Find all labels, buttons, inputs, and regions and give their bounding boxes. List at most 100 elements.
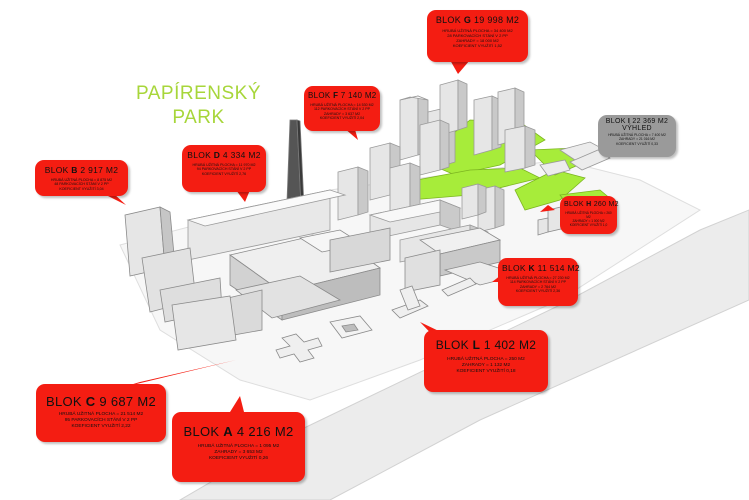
callout-block-f: BLOK F 7 140 M2 HRUBÁ UŽITNÁ PLOCHA = 14… (304, 86, 380, 131)
callout-block-k: BLOK K 11 514 M2 HRUBÁ UŽITNÁ PLOCHA = 2… (498, 258, 580, 306)
callout-title: BLOK F 7 140 M2 (308, 91, 376, 100)
callout-line: 95 PARKOVACÍCH STÁNÍ V 2 PP (64, 417, 138, 423)
callout-block-a: BLOK A 4 216 M2 HRUBÁ UŽITNÁ PLOCHA = 1 … (172, 412, 305, 482)
callout-line: HRUBÁ UŽITNÁ PLOCHA = 8 875 M2 (50, 178, 113, 182)
title-area: 4 216 M2 (232, 424, 294, 439)
callout-line: HRUBÁ UŽITNÁ PLOCHA = 7 400 M2 (608, 133, 666, 137)
title-area: 7 140 M2 (338, 91, 377, 100)
callout-block-l: BLOK L 1 402 M2 HRUBÁ UŽITNÁ PLOCHA = 25… (424, 330, 548, 392)
callout-line: KOEFICIENT VYUŽITÍ 2,36 (515, 289, 561, 294)
callout-block-i: BLOK I 22 369 M2 VÝHLED HRUBÁ UŽITNÁ PLO… (598, 115, 676, 157)
callout-lines: HRUBÁ UŽITNÁ PLOCHA = 14 530 M2 112 PARK… (308, 103, 376, 121)
callout-line: KOEFICIENT VYUŽITÍ 0,33 (616, 141, 658, 146)
tower-buildings (337, 79, 536, 233)
callout-line: HRUBÁ UŽITNÁ PLOCHA = 250 M2 (447, 357, 525, 362)
title-letter: K (528, 263, 535, 273)
callout-line: HRUBÁ UŽITNÁ PLOCHA = 11 970 M2 (192, 163, 256, 167)
title-area: 260 M2 (591, 201, 619, 208)
title-letter: A (223, 424, 233, 439)
callout-line: KOEFICIENT VYUŽITÍ 0,18 (456, 368, 516, 374)
callout-line: ZAHRADY = 3 637 M2 (323, 111, 361, 116)
callout-block-d: BLOK D 4 334 M2 HRUBÁ UŽITNÁ PLOCHA = 11… (182, 145, 266, 192)
callout-line: KOEFICIENT VYUŽITÍ 1,52 (452, 43, 503, 48)
callout-line: 94 PARKOVACÍCH STÁNÍ V 2 PP (196, 167, 252, 172)
title-letter: B (71, 165, 78, 175)
callout-line: 28 PARKOVACÍCH STÁNÍ V 2 PP (447, 33, 508, 38)
tower (504, 125, 536, 173)
callout-lines: HRUBÁ UŽITNÁ PLOCHA = 1 095 M2 ZAHRADY =… (176, 444, 301, 462)
title-area: 9 687 M2 (95, 394, 156, 409)
title-letter: F (333, 91, 339, 100)
park-label-line2: PARK (172, 107, 225, 128)
title-prefix: BLOK (605, 118, 628, 125)
callout-title: BLOK C 9 687 M2 (40, 394, 162, 409)
park-label-line1: PAPÍRENSKÝ (136, 83, 262, 104)
callout-title: BLOK D 4 334 M2 (186, 150, 262, 160)
title-letter: L (472, 338, 481, 352)
callout-line: KOEFICIENT VYUŽITÍ 2,04 (319, 116, 365, 121)
title-prefix: BLOK (502, 263, 529, 273)
callout-block-g: BLOK G 19 998 M2 HRUBÁ UŽITNÁ PLOCHA = 3… (427, 10, 528, 62)
callout-lines: HRUBÁ UŽITNÁ PLOCHA = 11 970 M2 94 PARKO… (186, 163, 262, 176)
callout-block-h: BLOK H 260 M2 HRUBÁ UŽITNÁ PLOCHA = 260 … (560, 196, 619, 234)
callout-line: HRUBÁ UŽITNÁ PLOCHA = 27 230 M2 (506, 276, 570, 280)
callout-line: ZAHRADY = 18 000 M2 (456, 38, 499, 43)
callout-line: ZAHRADY = 3 653 M2 (214, 449, 263, 455)
title-area: 2 917 M2 (77, 165, 119, 175)
callout-title: BLOK A 4 216 M2 (176, 424, 301, 439)
title-letter: D (213, 150, 221, 160)
title-letter: C (85, 394, 96, 409)
title-area: 11 514 M2 (535, 263, 580, 273)
callout-line: ZAHRADY = 1 000 M2 (572, 219, 605, 223)
callout-line: KOEFICIENT VYUŽITÍ 2,76 (201, 171, 247, 176)
callout-title: BLOK I 22 369 M2 (602, 118, 672, 125)
callout-block-b: BLOK B 2 917 M2 HRUBÁ UŽITNÁ PLOCHA = 8 … (35, 160, 128, 196)
callout-line: HRUBÁ UŽITNÁ PLOCHA = 14 530 M2 (310, 103, 374, 107)
park-label: PAPÍRENSKÝ PARK (136, 82, 261, 130)
title-letter: H (586, 201, 592, 208)
callout-line: ZAHRADY = 1 132 M2 (461, 362, 511, 368)
callout-line: HRUBÁ UŽITNÁ PLOCHA = 260 M2 (565, 211, 612, 219)
callout-lines: HRUBÁ UŽITNÁ PLOCHA = 8 875 M2 48 PARKOV… (39, 178, 124, 191)
title-prefix: BLOK (435, 338, 473, 352)
callout-line: HRUBÁ UŽITNÁ PLOCHA = 1 095 M2 (197, 444, 280, 449)
callout-lines: HRUBÁ UŽITNÁ PLOCHA = 260 M2 ZAHRADY = 1… (564, 211, 613, 227)
block-b-buildings (124, 206, 237, 351)
callout-title: BLOK L 1 402 M2 (428, 338, 544, 352)
title-letter: I (627, 118, 631, 125)
callout-line: HRUBÁ UŽITNÁ PLOCHA = 34 400 M2 (442, 28, 513, 33)
block-d-building (186, 189, 347, 261)
title-area: 19 998 M2 (471, 15, 520, 25)
title-area: 1 402 M2 (480, 338, 537, 352)
callout-lines: HRUBÁ UŽITNÁ PLOCHA = 34 400 M2 28 PARKO… (431, 28, 524, 48)
title-area: 22 369 M2 (630, 118, 669, 125)
pavilions (275, 277, 477, 363)
title-letter: G (463, 15, 472, 25)
callout-lines: HRUBÁ UŽITNÁ PLOCHA = 21 514 M2 95 PARKO… (40, 412, 162, 430)
title-prefix: BLOK (564, 201, 587, 208)
tower (461, 183, 487, 220)
title-prefix: BLOK (187, 150, 214, 160)
callout-title: BLOK G 19 998 M2 (431, 15, 524, 25)
callout-lines: HRUBÁ UŽITNÁ PLOCHA = 250 M2 ZAHRADY = 1… (428, 357, 544, 375)
title-prefix: BLOK (183, 424, 224, 439)
callout-line: HRUBÁ UŽITNÁ PLOCHA = 21 514 M2 (58, 412, 144, 417)
tower (439, 79, 468, 136)
callout-lines: HRUBÁ UŽITNÁ PLOCHA = 27 230 M2 114 PARK… (502, 276, 574, 294)
callout-title: BLOK H 260 M2 (564, 201, 619, 208)
tower (337, 166, 369, 221)
callout-title: BLOK B 2 917 M2 (39, 165, 124, 175)
callout-line: 112 PARKOVACÍCH STÁNÍ V 2 PP (313, 107, 371, 112)
callout-line: 114 PARKOVACÍCH STÁNÍ V 2 PP (509, 280, 567, 285)
callout-line: KOEFICIENT VYUŽITÍ 2,22 (71, 423, 131, 429)
callout-title: BLOK K 11 514 M2 (502, 263, 580, 273)
callout-lines: HRUBÁ UŽITNÁ PLOCHA = 7 400 M2 ZAHRADY =… (602, 133, 672, 146)
callout-line: KOEFICIENT VYUŽITÍ 3,04 (59, 186, 104, 191)
callout-block-c: BLOK C 9 687 M2 HRUBÁ UŽITNÁ PLOCHA = 21… (36, 384, 166, 442)
title-prefix: BLOK (44, 165, 72, 175)
tower (473, 95, 502, 156)
callout-line: ZAHRADY = 2 764 M2 (519, 284, 557, 289)
block-i-structures (539, 141, 611, 177)
callout-line: KOEFICIENT VYUŽITÍ 0,26 (208, 455, 269, 461)
title-prefix: BLOK (45, 394, 86, 409)
